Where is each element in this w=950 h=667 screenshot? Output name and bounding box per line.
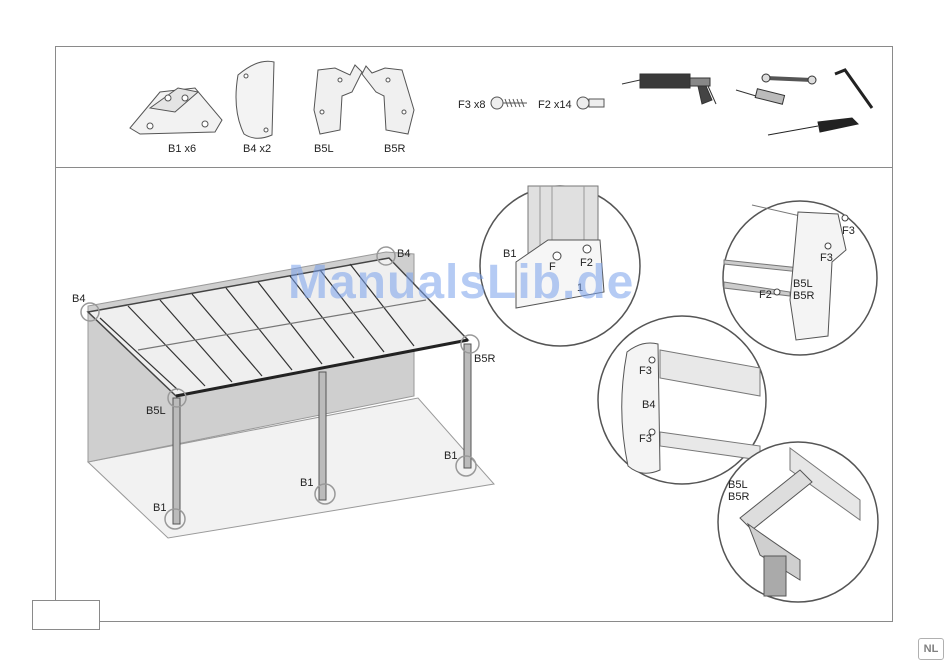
detail-c-label-f3-bottom: F3: [639, 433, 652, 445]
part-b5r-bracket: [362, 66, 414, 134]
hex-key-icon: [835, 70, 872, 108]
part-b1-label: B1 x6: [168, 143, 196, 155]
part-f2-bolt: [577, 97, 604, 109]
part-f3-screw: [491, 97, 527, 109]
screwdriver-icon: [768, 118, 858, 135]
drill-bit-icon: [736, 89, 785, 105]
manualslib-watermark: ManualsLib.de: [288, 255, 634, 310]
detail-c-wall-plate: F3 B4 F3: [598, 316, 766, 484]
part-b4-plate: [236, 61, 274, 138]
detail-c-label-b4: B4: [642, 399, 655, 411]
page-tab: [32, 600, 100, 630]
detail-b-label-f3-mid: F3: [820, 252, 833, 264]
part-f2-label: F2 x14: [538, 99, 572, 111]
detail-d-beam-end: B5L B5R: [718, 442, 878, 602]
detail-d-label-b5l: B5L: [728, 479, 748, 491]
detail-c-label-f3-top: F3: [639, 365, 652, 377]
overview-label-b4-left: B4: [72, 293, 85, 305]
detail-d-label-b5r: B5R: [728, 491, 749, 503]
detail-b-label-f3-top: F3: [842, 225, 855, 237]
overview-label-b1-mid: B1: [300, 477, 313, 489]
overview-label-b5r: B5R: [474, 353, 495, 365]
part-b4-label: B4 x2: [243, 143, 271, 155]
caulking-gun-icon: [622, 74, 716, 104]
part-b5l-bracket: [314, 65, 362, 134]
language-tag: NL: [918, 638, 944, 660]
overview-label-b1-right: B1: [444, 450, 457, 462]
detail-b-label-b5r: B5R: [793, 290, 814, 302]
detail-b-label-b5l: B5L: [793, 278, 813, 290]
part-b1-bracket: [130, 88, 222, 134]
overview-label-b1-left: B1: [153, 502, 166, 514]
part-b5r-label: B5R: [384, 143, 405, 155]
detail-b-label-f2: F2: [759, 289, 772, 301]
overview-label-b5l: B5L: [146, 405, 166, 417]
part-f3-label: F3 x8: [458, 99, 486, 111]
detail-b-corner-bracket: F3 F3 F2 B5L B5R: [723, 201, 877, 355]
spanner-wrench-icon: [762, 74, 816, 84]
part-b5l-label: B5L: [314, 143, 334, 155]
